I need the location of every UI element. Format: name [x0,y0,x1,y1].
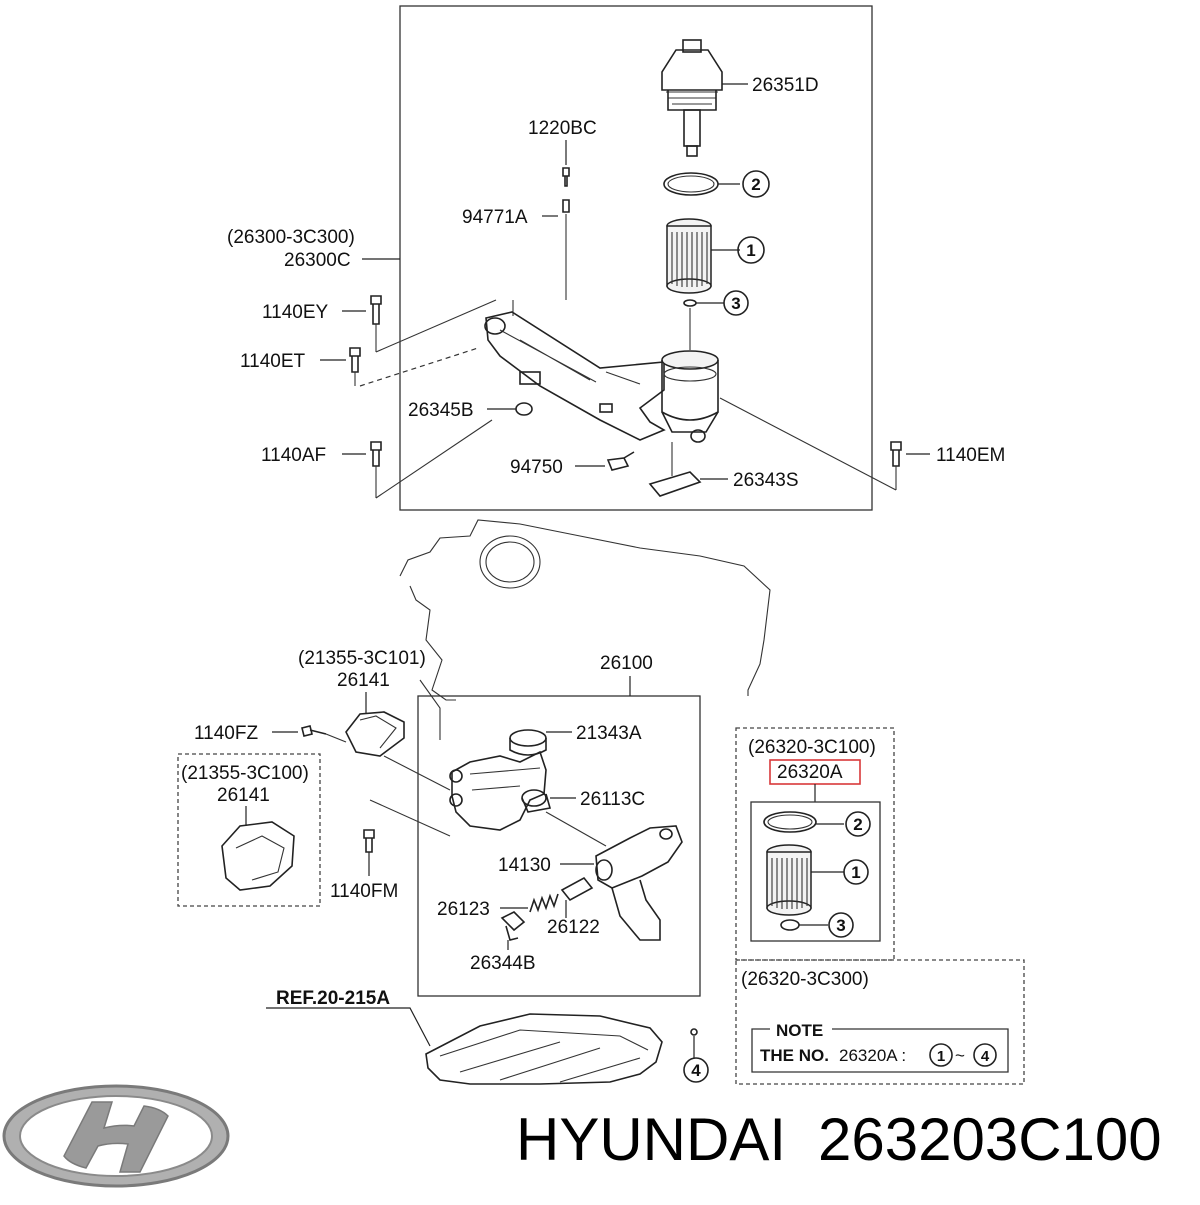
spring-26123-part [529,893,559,913]
note-part: 26320A : [839,1046,906,1065]
oil-strainer-14130-part [595,825,683,941]
note-prefix: THE NO. [760,1046,829,1065]
callout-1-upper-text: 1 [746,241,755,260]
callout-2-upper-text: 2 [751,175,760,194]
filter-kit-frame-3c300 [735,959,1025,1085]
label-26344B: 26344B [470,953,536,974]
note-frame [751,1028,1009,1073]
label-26141-b: 26141 [217,785,270,806]
alt-cover-frame [177,753,321,907]
label-94771A: 94771A [462,207,528,228]
callout-1-kit [843,859,869,885]
label-1140ET: 1140ET [240,351,306,372]
label-26122: 26122 [547,917,600,938]
oil-pump-body-part [449,750,547,831]
filter-kit-inner-frame [750,801,881,942]
hyundai-logo-icon [2,1084,230,1188]
cover-26141-a-part [345,711,405,757]
valve-26122-part [560,876,594,902]
callout-1-kit-text: 1 [851,863,860,882]
note-callout-from-text: 1 [937,1048,945,1065]
kit-small-o-ring-part [780,919,800,931]
label-21343A: 21343A [576,723,642,744]
kit-o-ring-part [763,811,817,833]
label-94750: 94750 [510,457,563,478]
bolt-1140EM-part [890,441,902,467]
label-1220BC: 1220BC [528,118,597,139]
label-1140FZ: 1140FZ [194,723,258,744]
label-1140EY: 1140EY [262,302,329,323]
label-21355-3C101: (21355-3C101) [298,648,426,669]
drain-plug-part [690,1028,698,1036]
label-26300C: 26300C [284,250,351,271]
gasket-26343S-part [648,471,702,497]
label-26320A: 26320A [777,762,843,783]
footer-part-number: 263203C100 [818,1106,1162,1173]
pin-94771A-part [562,199,570,213]
label-21355-3C100: (21355-3C100) [181,763,309,784]
label-26100: 26100 [600,653,653,674]
callout-3-upper [723,290,749,316]
label-26141-a: 26141 [337,670,390,691]
note-title: NOTE [776,1021,823,1040]
bolt-1140EY-part [370,295,382,325]
note-callout-to [973,1043,997,1067]
plug-26344B-part [500,911,526,941]
label-26320-3C100: (26320-3C100) [748,737,876,758]
note-tilde: ~ [955,1046,965,1065]
callout-1-upper [737,236,765,264]
sensor-94750-part [606,451,635,471]
footer-brand: HYUNDAI [516,1106,786,1173]
bolt-1140FZ-part [301,725,327,737]
note-callout-from [929,1043,953,1067]
callout-2-kit [845,811,871,837]
filter-cap-part [661,39,723,157]
callout-4-pan [683,1057,709,1083]
seal-21343A-part [509,729,547,747]
label-1140EM: 1140EM [936,445,1005,466]
label-26351D: 26351D [752,75,819,96]
bolt-1220BC-part [562,167,570,187]
label-26123: 26123 [437,899,490,920]
callout-3-kit [828,912,854,938]
label-14130: 14130 [498,855,551,876]
engine-outline [399,519,771,696]
label-26343S: 26343S [733,470,799,491]
label-26113C: 26113C [580,789,645,810]
kit-filter-element-part [766,844,812,916]
small-o-ring-part [683,299,697,307]
callout-3-kit-text: 3 [836,916,845,935]
oil-pan-part [425,1013,663,1085]
bolt-1140FM-part [363,829,375,853]
plug-26345B-part [515,402,533,416]
callout-3-upper-text: 3 [731,294,740,313]
bolt-1140ET-part [349,347,361,373]
label-ref-20-215A: REF.20-215A [276,988,390,1009]
callout-4-pan-text: 4 [691,1061,701,1080]
label-1140AF: 1140AF [261,445,326,466]
label-26300-group: (26300-3C300) [227,227,355,248]
label-26345B: 26345B [408,400,474,421]
callout-2-upper [742,170,770,198]
oil-pump-frame [417,695,701,997]
cover-26141-b-part [221,821,295,891]
oil-filter-housing-part [484,311,719,443]
note-callout-to-text: 4 [981,1048,990,1065]
callout-2-kit-text: 2 [853,815,862,834]
upper-assembly-frame [399,5,873,511]
label-1140FM: 1140FM [330,881,398,902]
label-26320-3C300: (26320-3C300) [741,969,869,990]
bolt-1140AF-part [370,441,382,467]
filter-element-part [666,218,712,294]
